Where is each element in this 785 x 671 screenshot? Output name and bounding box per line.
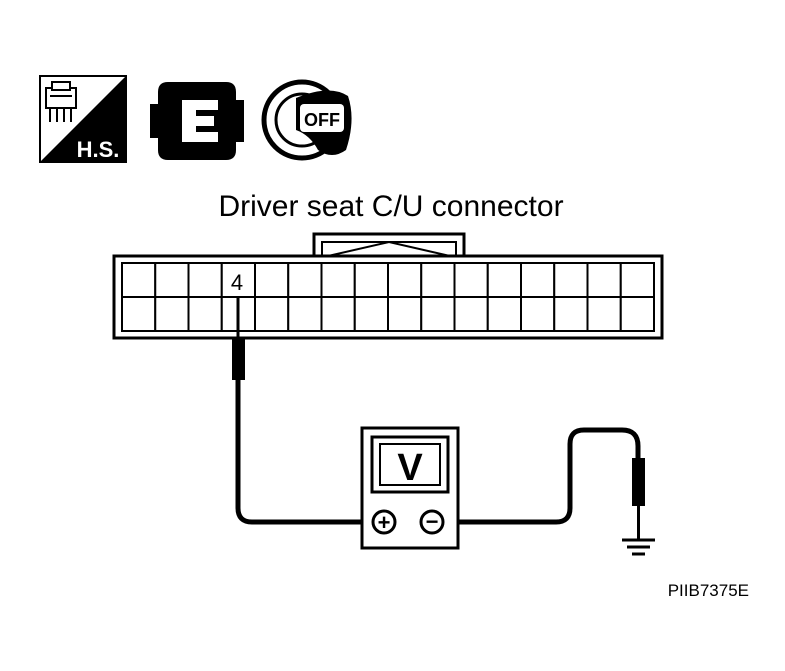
positive-symbol: + (378, 510, 391, 535)
negative-lead-wire (458, 427, 641, 525)
voltmeter-label: V (397, 447, 423, 489)
voltmeter: V + − (360, 426, 460, 550)
terminal-number-label: 4 (231, 270, 243, 295)
harness-side-icon: H.S. (39, 75, 127, 163)
positive-test-probe (232, 296, 245, 380)
connector-cavity (420, 262, 456, 298)
connector-cavity (553, 262, 589, 298)
connector-cavity (619, 296, 655, 332)
connector-cavity (320, 262, 356, 298)
negative-symbol: − (426, 509, 439, 534)
voltmeter-positive-terminal-icon: + (371, 509, 397, 535)
connector-cavity (420, 296, 456, 332)
harness-side-label: H.S. (77, 137, 120, 162)
connector-cavity (453, 262, 489, 298)
connector-cavity (287, 296, 323, 332)
connector-cavity (387, 262, 423, 298)
connector-body: 4 (112, 232, 664, 340)
connector-cavity (553, 296, 589, 332)
connector-cavity (353, 262, 389, 298)
connector-cavity (486, 262, 522, 298)
connector-title: Driver seat C/U connector (218, 190, 563, 223)
connector-cavity (254, 262, 290, 298)
connector-cavity (187, 296, 223, 332)
ground-icon (622, 538, 655, 556)
ground-test-probe (632, 458, 645, 540)
connector-cavity (586, 262, 622, 298)
positive-lead-wire (235, 380, 362, 525)
connector-cavity (121, 262, 157, 298)
figure-id: PIIB7375E (668, 581, 749, 600)
connector-cavity (154, 262, 190, 298)
harness-connector-glyph-icon (45, 81, 77, 122)
connector-icon (150, 82, 244, 160)
connector-cavity (353, 296, 389, 332)
connector-cavity-grid (121, 262, 655, 332)
connector-cavity (287, 262, 323, 298)
connector-cavity (586, 296, 622, 332)
connector-cavity (520, 262, 556, 298)
ignition-key-off-icon: OFF (261, 79, 352, 161)
connector-cavity (520, 296, 556, 332)
connector-cavity (486, 296, 522, 332)
connector-cavity (387, 296, 423, 332)
connector-cavity (220, 262, 256, 298)
voltmeter-negative-terminal-icon: − (419, 509, 445, 535)
connector-cavity (453, 296, 489, 332)
connector-cavity (187, 262, 223, 298)
connector-cavity (154, 296, 190, 332)
ignition-off-label: OFF (304, 110, 340, 130)
connector-cavity (320, 296, 356, 332)
connector-cavity (619, 262, 655, 298)
connector-cavity (254, 296, 290, 332)
connector-cavity (121, 296, 157, 332)
